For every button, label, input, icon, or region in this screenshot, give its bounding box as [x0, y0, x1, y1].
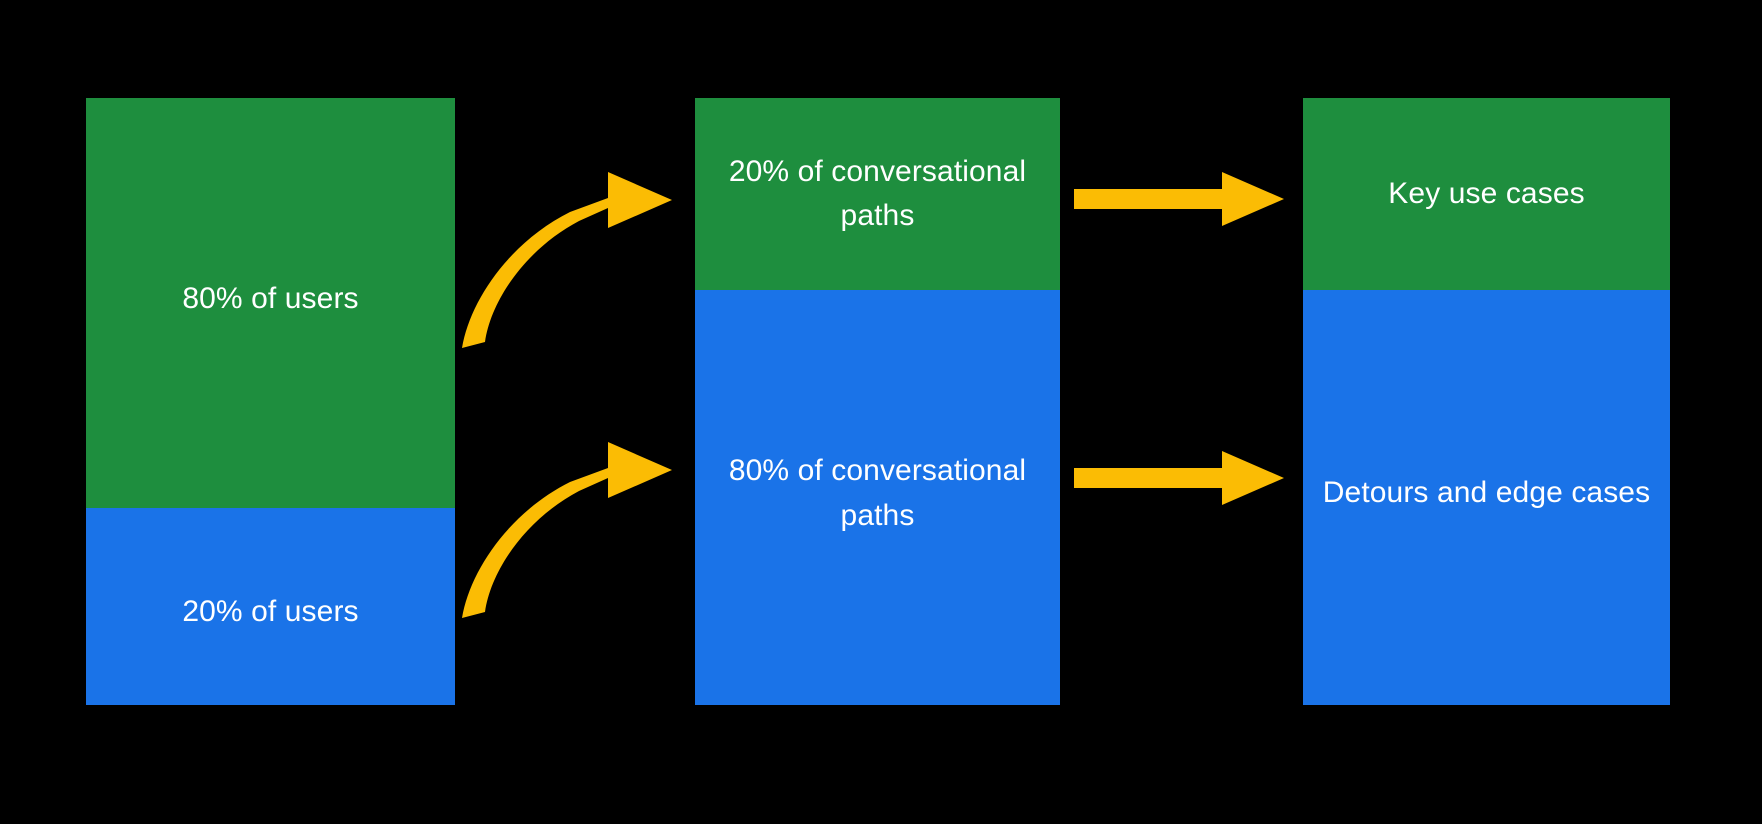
column-users: 80% of users 20% of users: [86, 98, 455, 705]
curved-arrow-top-icon: [462, 172, 672, 348]
segment-key-use-cases: Key use cases: [1303, 98, 1670, 290]
segment-paths-majority: 80% of conversational paths: [695, 290, 1060, 705]
segment-label: 20% of conversational paths: [728, 154, 1027, 232]
segment-label: Detours and edge cases: [1322, 476, 1651, 510]
segment-detours-edge-cases: Detours and edge cases: [1303, 290, 1670, 705]
straight-arrow-top-icon: [1074, 172, 1284, 226]
column-conversational-paths: 20% of conversational paths 80% of conve…: [695, 98, 1060, 705]
segment-label: 80% of conversational paths: [728, 454, 1027, 532]
curved-arrow-bottom-icon: [462, 442, 672, 618]
segment-label: Key use cases: [1388, 176, 1585, 210]
segment-users-majority: 80% of users: [86, 98, 455, 508]
segment-users-minority: 20% of users: [86, 508, 455, 705]
column-outcomes: Key use cases Detours and edge cases: [1303, 98, 1670, 705]
segment-label: 20% of users: [182, 595, 359, 629]
straight-arrow-bottom-icon: [1074, 451, 1284, 505]
segment-paths-minority: 20% of conversational paths: [695, 98, 1060, 290]
segment-label: 80% of users: [182, 281, 359, 315]
